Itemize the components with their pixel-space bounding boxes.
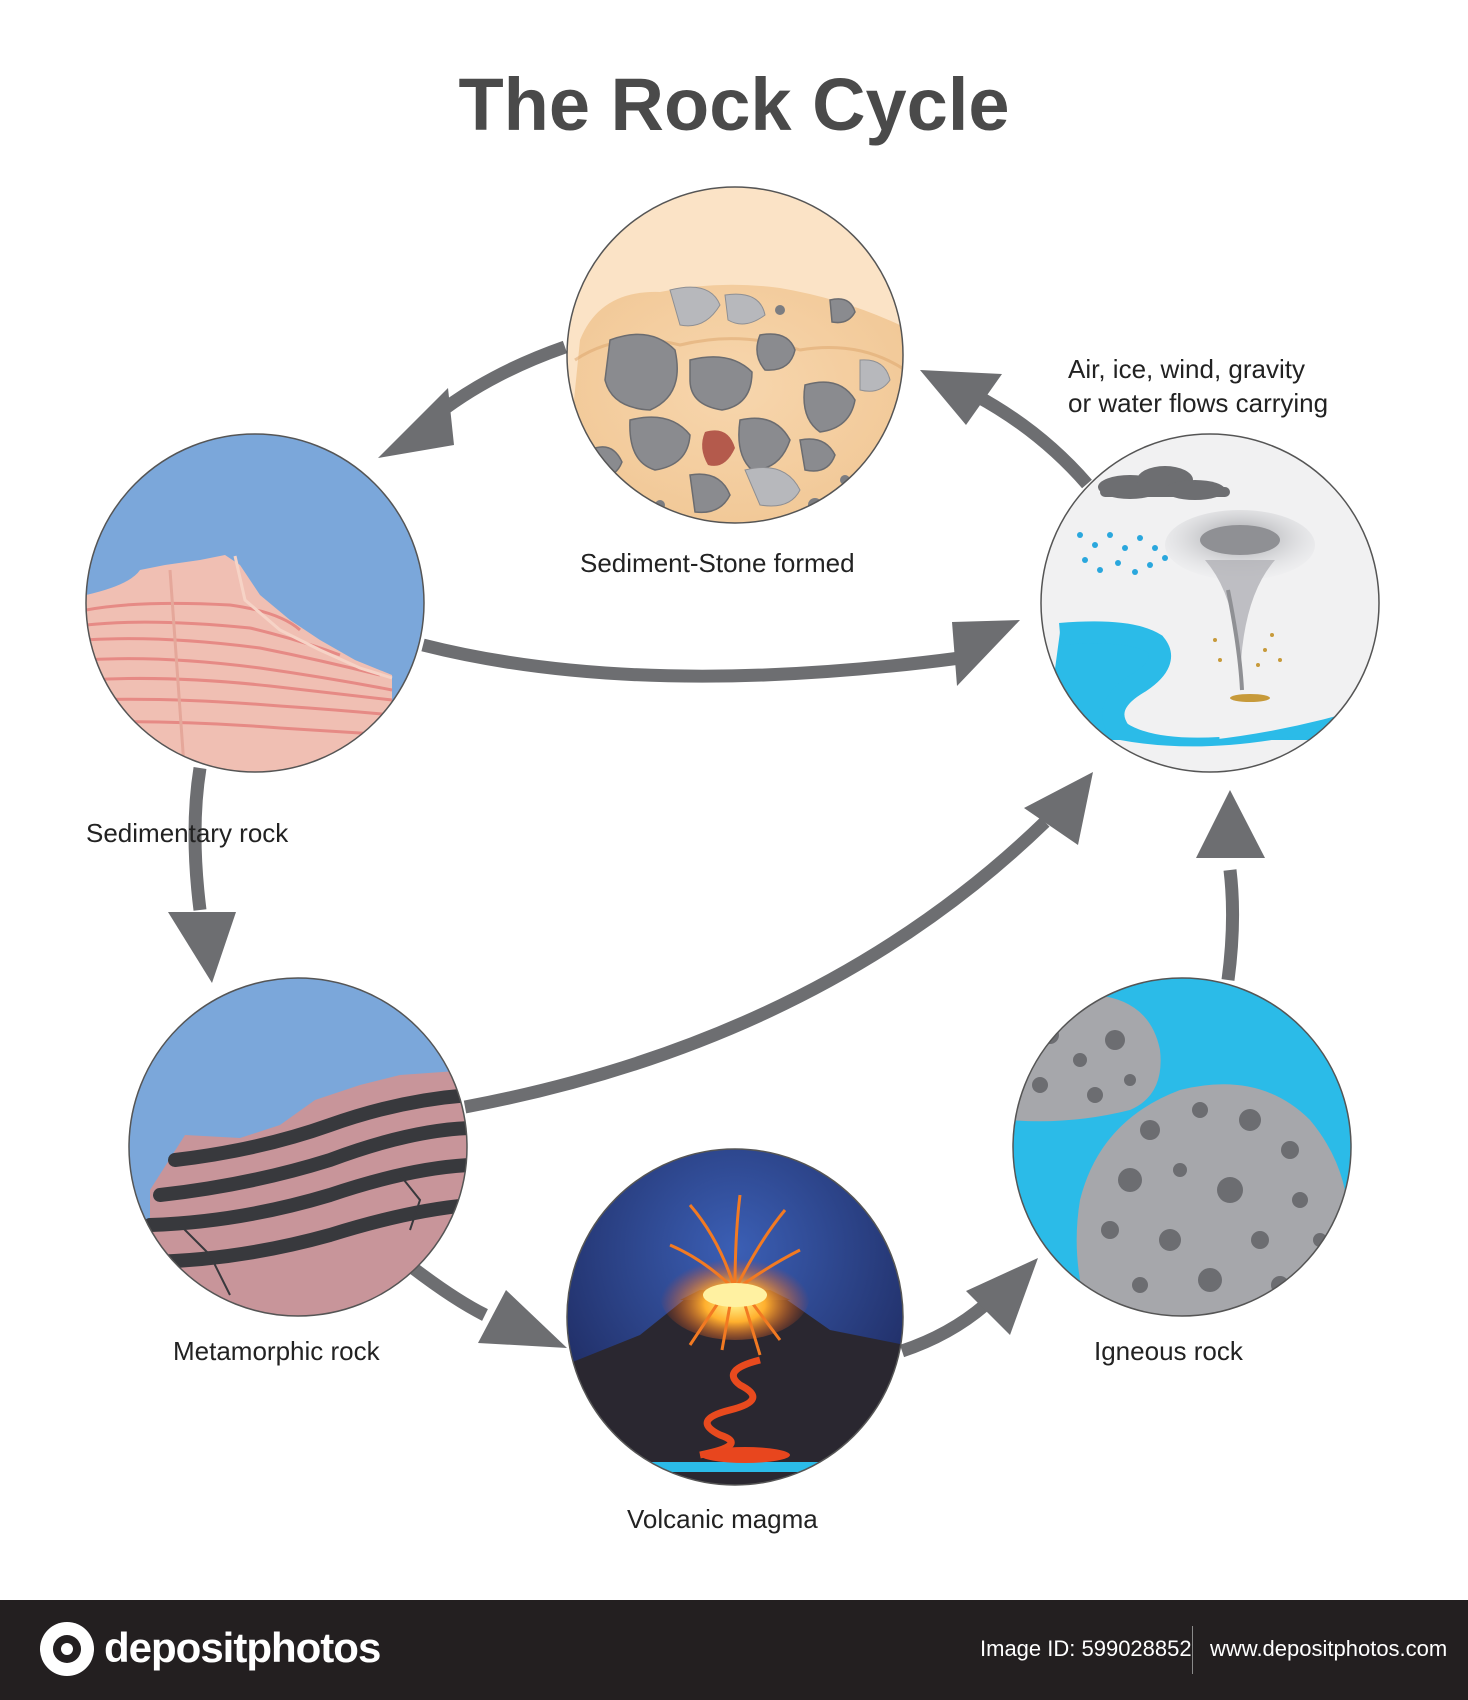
arrow-sedimentary-to-metamorphic xyxy=(188,766,207,911)
arrow-sediment-to-sedimentary xyxy=(425,340,568,426)
label-igneous-rock: Igneous rock xyxy=(1094,1336,1243,1366)
footer-bar: depositphotos Image ID: 599028852 www.de… xyxy=(0,1600,1468,1700)
magma-channel xyxy=(699,1356,761,1459)
arrow-sedimentary-to-weathering xyxy=(421,638,961,683)
cycle-arrows xyxy=(188,340,1240,1358)
rain-icon xyxy=(1077,532,1168,575)
sedimentary-rock-illustration xyxy=(85,433,425,773)
volcanic-magma-illustration xyxy=(566,1148,904,1486)
arrowhead-sedimentary xyxy=(378,388,454,458)
arrowhead-volcanic xyxy=(478,1290,567,1348)
label-sedimentary-rock: Sedimentary rock xyxy=(86,818,289,848)
label-weathering-line1: Air, ice, wind, gravity xyxy=(1068,354,1305,384)
arrowhead-weathering-mid xyxy=(952,620,1020,686)
label-sediment-stone: Sediment-Stone formed xyxy=(580,548,855,578)
arrow-volcanic-to-igneous xyxy=(899,1300,990,1358)
footer-divider xyxy=(1192,1626,1193,1674)
diagram-title: The Rock Cycle xyxy=(458,63,1010,146)
arrowhead-metamorphic xyxy=(168,912,236,983)
weathering-illustration xyxy=(1040,433,1380,773)
lava-plume xyxy=(669,1194,801,1356)
arrow-metamorphic-to-weathering xyxy=(463,817,1050,1114)
website-link[interactable]: www.depositphotos.com xyxy=(1210,1636,1448,1661)
arrow-metamorphic-to-volcanic xyxy=(409,1262,488,1321)
sediment-stone-illustration xyxy=(566,186,904,524)
arrow-weathering-to-sediment xyxy=(971,389,1092,489)
camera-logo-icon xyxy=(40,1622,94,1676)
brand-name: depositphotos xyxy=(104,1624,381,1671)
arrowhead-igneous xyxy=(966,1258,1038,1335)
arrowhead-weathering-up xyxy=(1196,790,1265,858)
label-volcanic-magma: Volcanic magma xyxy=(627,1504,818,1534)
igneous-rock-illustration xyxy=(1012,977,1352,1317)
arrow-igneous-to-weathering xyxy=(1221,869,1240,981)
tornado-icon xyxy=(1165,510,1315,702)
arrowhead-sediment xyxy=(920,370,1002,425)
label-metamorphic-rock: Metamorphic rock xyxy=(173,1336,380,1366)
metamorphic-rock-illustration xyxy=(128,977,468,1317)
red-pebble xyxy=(702,430,735,466)
cloud-icon xyxy=(1098,466,1230,500)
label-weathering-line2: or water flows carrying xyxy=(1068,388,1329,418)
image-id: Image ID: 599028852 xyxy=(980,1636,1192,1661)
arrowhead-weathering-diag xyxy=(1024,772,1093,845)
arrowheads xyxy=(168,370,1265,1348)
